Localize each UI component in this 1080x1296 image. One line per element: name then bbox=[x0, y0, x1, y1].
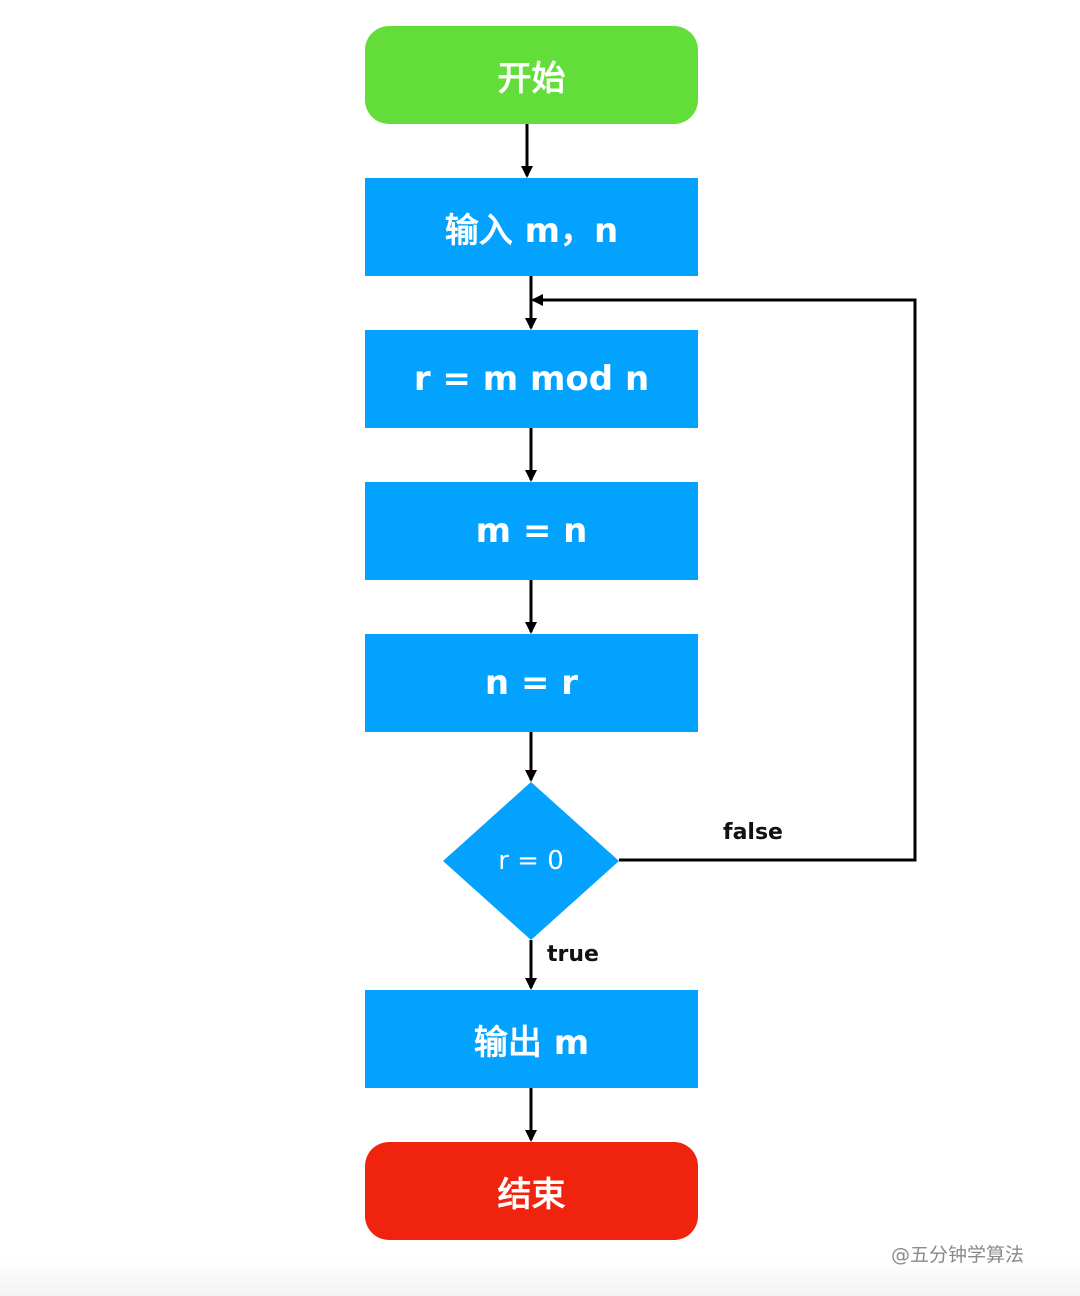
start-node-label: 开始 bbox=[497, 58, 566, 99]
watermark: @五分钟学算法 bbox=[891, 1244, 1025, 1266]
true-edge-label: true bbox=[547, 942, 599, 967]
false-edge-label: false bbox=[723, 820, 783, 845]
mod-node-label: r = m mod n bbox=[413, 359, 650, 399]
output-node: 输出 m bbox=[365, 990, 698, 1088]
mod-node: r = m mod n bbox=[365, 330, 698, 428]
m-assign-node-label: m = n bbox=[475, 511, 588, 551]
n-assign-node-label: n = r bbox=[484, 663, 579, 703]
end-node-label: 结束 bbox=[497, 1174, 566, 1215]
output-node-label: 输出 m bbox=[473, 1022, 590, 1063]
decision-node: r = 0 bbox=[443, 782, 619, 940]
m-assign-node: m = n bbox=[365, 482, 698, 580]
start-node: 开始 bbox=[365, 26, 698, 124]
end-node: 结束 bbox=[365, 1142, 698, 1240]
bottom-fade bbox=[0, 1254, 1080, 1296]
n-assign-node: n = r bbox=[365, 634, 698, 732]
decision-node-label: r = 0 bbox=[498, 846, 564, 876]
input-node-label: 输入 m，n bbox=[444, 210, 619, 251]
input-node: 输入 m，n bbox=[365, 178, 698, 276]
